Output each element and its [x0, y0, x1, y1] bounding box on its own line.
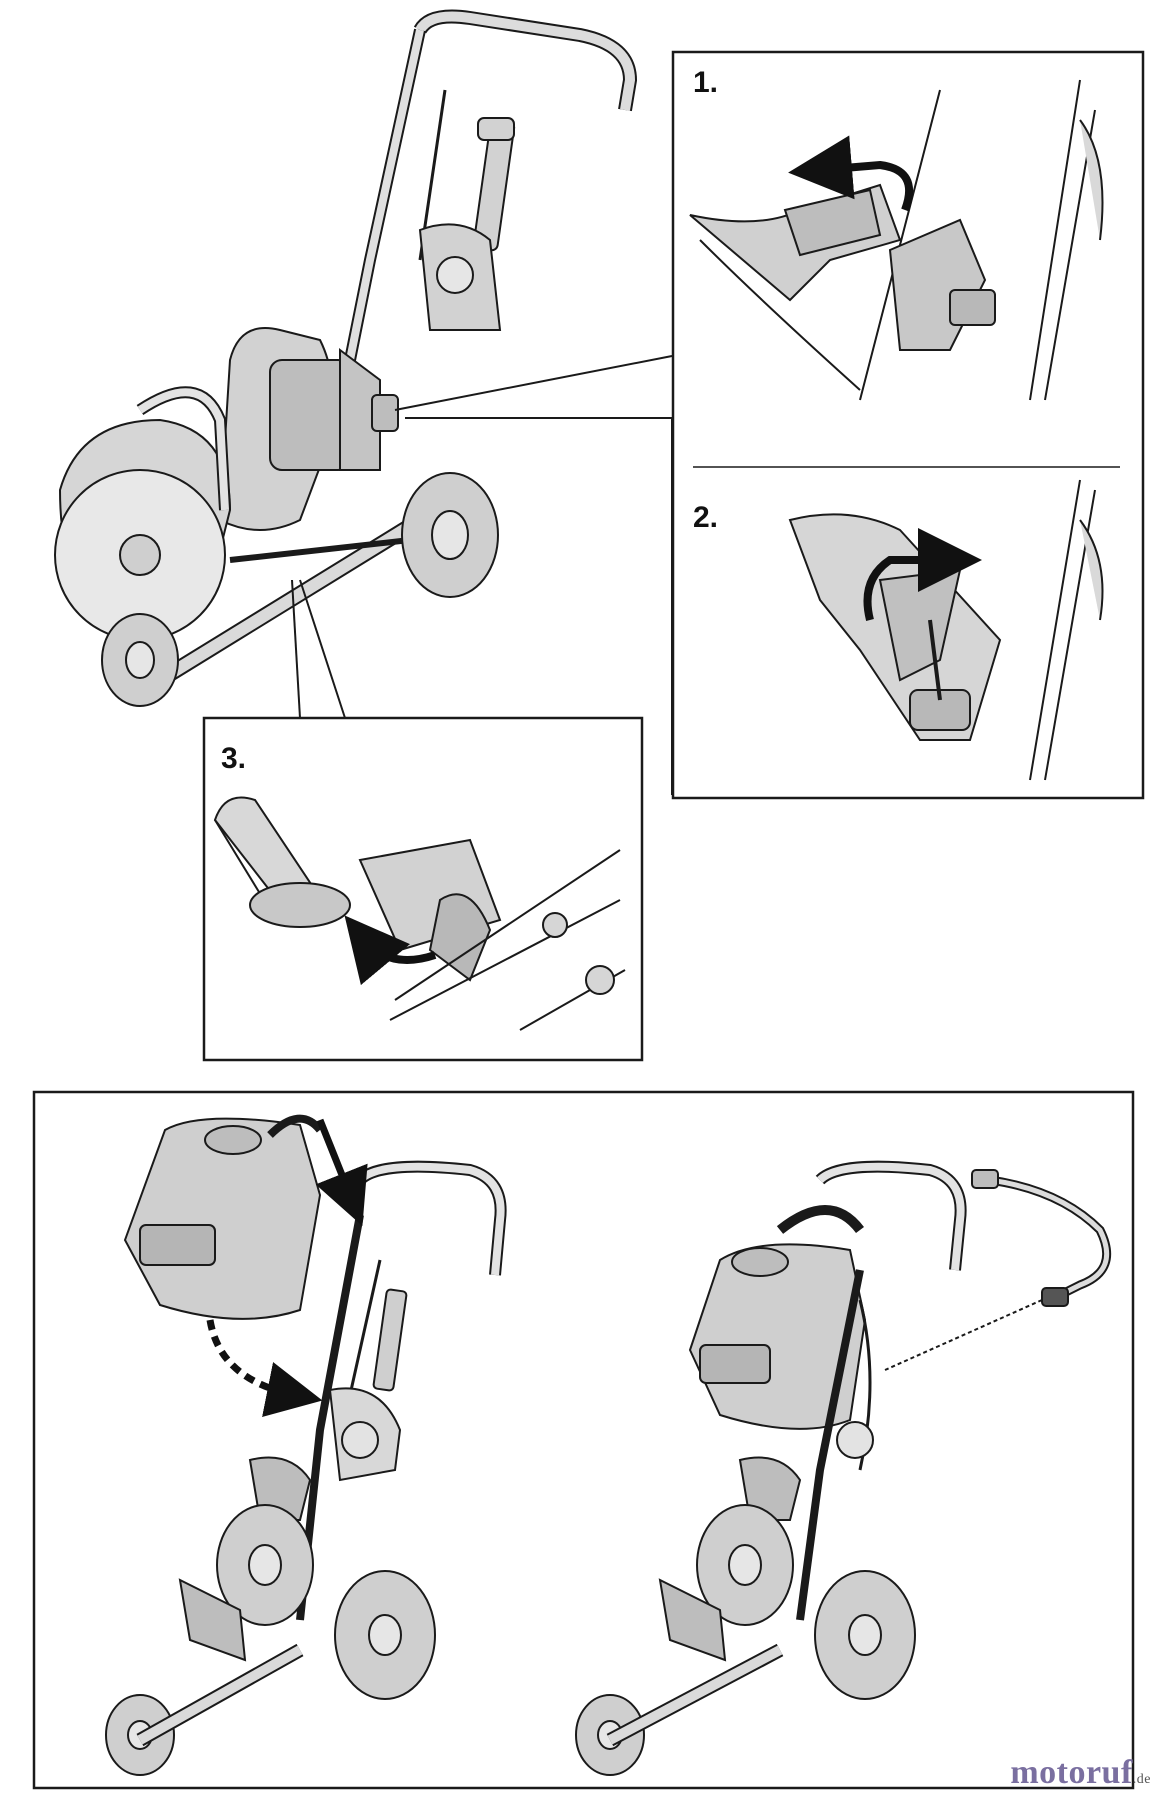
arrow-straight-icon	[315, 1118, 368, 1226]
cart-with-tank-before	[105, 1114, 507, 1776]
watermark-logo: motoruf.de	[1010, 1754, 1151, 1791]
arrow-curved-icon	[863, 528, 982, 621]
arrow-curved-icon	[344, 915, 437, 986]
step-3-label: 3.	[221, 742, 246, 775]
step-1-label: 1.	[693, 66, 718, 99]
arrow-curved-icon	[788, 135, 913, 212]
water-hose	[884, 1169, 1112, 1371]
water-tank	[123, 1117, 322, 1320]
cart-with-tank-after	[575, 1160, 967, 1776]
arrow-dashed-icon	[206, 1319, 323, 1417]
step-2-label: 2.	[693, 501, 718, 534]
step-2-illustration	[788, 479, 1104, 781]
step-1-illustration	[689, 79, 1104, 401]
power-cutter-on-cart	[54, 9, 638, 707]
